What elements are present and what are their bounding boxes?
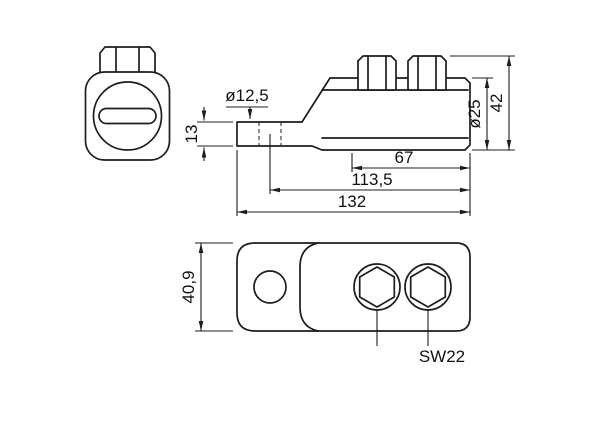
top-screw-right-hexagon	[409, 266, 447, 308]
dimension-body-width: 40,9	[179, 242, 233, 332]
front-body-outline	[84, 71, 171, 161]
side-view	[236, 55, 471, 151]
front-screw-slot	[98, 107, 157, 125]
dim-label-overall-height: 42	[487, 94, 506, 113]
dim-label-wrench-size: SW22	[419, 347, 465, 366]
top-body-outline	[236, 242, 471, 332]
side-screw-right	[407, 55, 447, 91]
side-screw-left-outline	[357, 55, 397, 91]
top-screw-left-hexagon	[358, 266, 396, 308]
dimension-barrel-diameter: ø25	[465, 77, 515, 151]
dim-label-barrel-diameter: ø25	[465, 99, 484, 128]
side-body-outline	[236, 77, 471, 151]
top-palm-transition-line	[299, 242, 319, 332]
dimension-barrel-length: 67	[351, 148, 471, 216]
dim-label-palm-thickness: 13	[182, 125, 201, 144]
dimension-hole-center-to-end: 113,5	[269, 134, 470, 194]
front-barrel-circle	[92, 81, 163, 151]
dimension-wrench-size: SW22	[376, 309, 465, 366]
front-hex-nut-outline	[99, 46, 156, 73]
dim-label-hole-center-to-end: 113,5	[351, 170, 392, 189]
dim-label-barrel-length: 67	[395, 148, 414, 167]
dim-label-overall-length: 132	[338, 192, 366, 211]
dimension-overall-length: 132	[236, 150, 470, 216]
side-screw-left	[357, 55, 397, 91]
dim-label-body-width: 40,9	[179, 270, 198, 303]
dimension-overall-height: 42	[450, 55, 515, 150]
front-view	[84, 46, 171, 161]
top-view	[236, 242, 471, 332]
dimension-palm-thickness: 13	[182, 107, 233, 161]
dimension-hole-diameter: ø12,5	[225, 86, 269, 119]
side-screw-right-outline	[407, 55, 447, 91]
top-palm-hole	[253, 270, 287, 304]
dim-label-hole-diameter: ø12,5	[225, 86, 268, 105]
top-screw-left-circle	[353, 263, 401, 311]
top-screw-right-circle	[404, 263, 452, 311]
